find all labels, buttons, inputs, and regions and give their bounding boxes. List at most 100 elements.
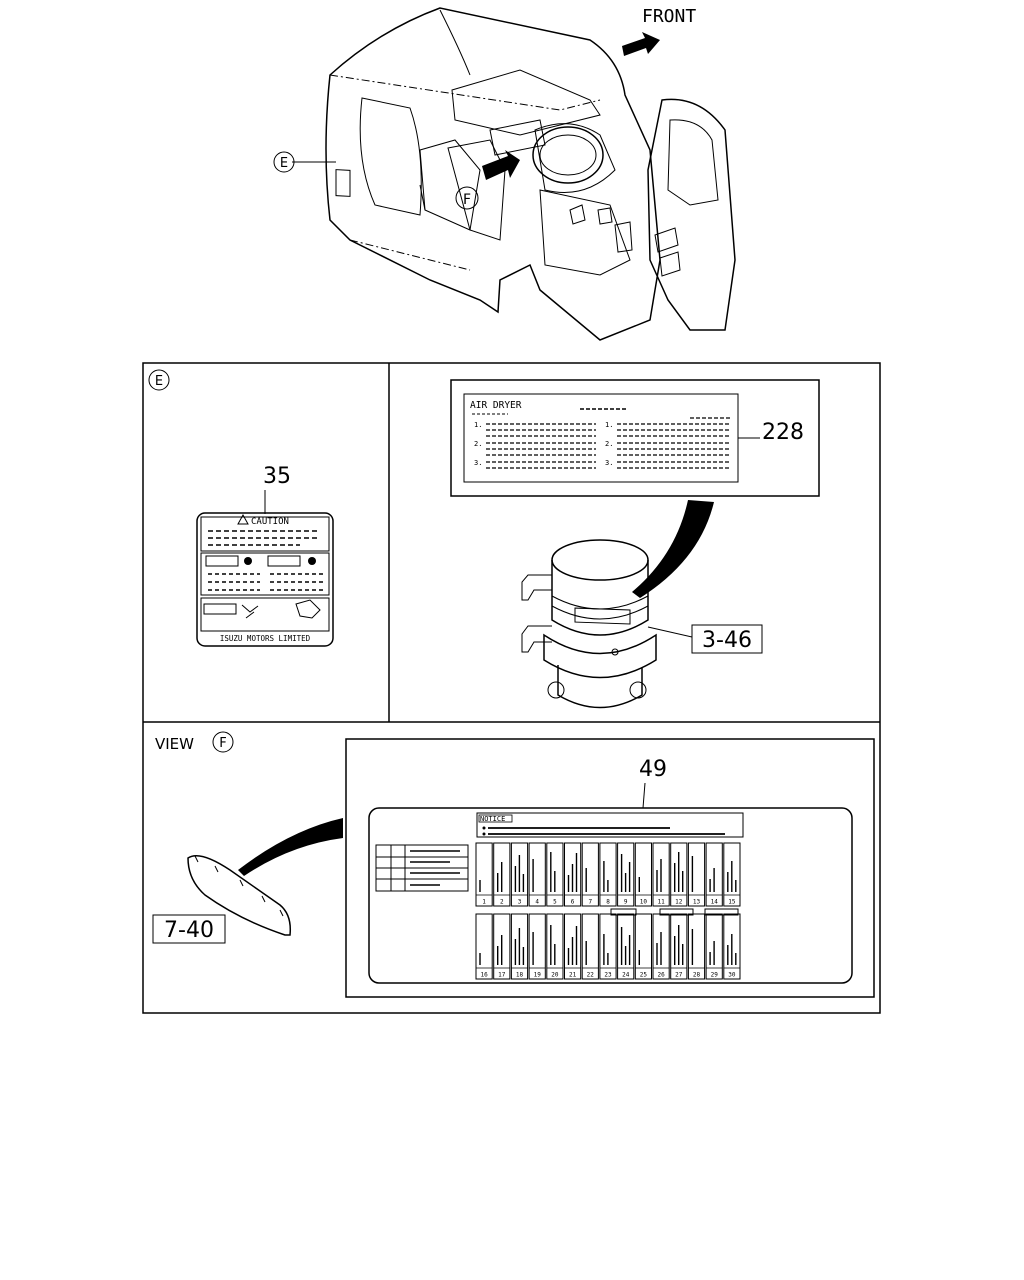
notice-cell-number: 18 — [516, 972, 524, 979]
notice-icon-cell — [652, 842, 670, 907]
notice-icon-cell — [493, 842, 511, 907]
notice-icon-cell — [546, 842, 564, 907]
notice-detail-box — [345, 738, 875, 998]
detail-frame — [142, 362, 881, 1014]
trim-panel — [187, 855, 292, 936]
notice-icon-cell — [705, 913, 723, 980]
part-label-35: 35 — [263, 464, 291, 489]
notice-icon-cell — [564, 913, 582, 980]
notice-cell-number: 20 — [551, 972, 559, 979]
part-box-7-40 — [152, 914, 226, 944]
part-label-3-46: 3-46 — [702, 628, 752, 653]
notice-icon-cell — [652, 913, 670, 980]
notice-cell-number: 12 — [675, 899, 683, 906]
cab-interior-illustration — [292, 7, 736, 341]
notice-icon-cell — [687, 842, 706, 907]
notice-cell-number: 25 — [640, 972, 648, 979]
view-f-letter: F — [219, 736, 226, 751]
callout-f-letter: F — [463, 192, 471, 208]
notice-cell-number: 24 — [622, 972, 630, 979]
callout-f-top: F — [455, 186, 479, 210]
notice-cell-number: 7 — [588, 899, 592, 906]
air-dryer-right-3: 3. — [605, 459, 613, 467]
notice-icon-cell — [687, 913, 706, 980]
notice-icon-cell — [528, 913, 546, 980]
notice-cell-number: 5 — [553, 899, 557, 906]
notice-cell-number: 9 — [624, 899, 628, 906]
notice-icon-cell — [617, 913, 635, 980]
notice-cell-number: 29 — [711, 972, 719, 979]
notice-cell-number: 27 — [675, 972, 683, 979]
part-label-228: 228 — [762, 420, 804, 445]
air-dryer-left-rows: 1. 2. 3. — [474, 421, 596, 469]
caution-maker: ISUZU MOTORS LIMITED — [220, 634, 311, 643]
leader-wedge-air-dryer — [632, 500, 714, 598]
panel-e: E 35 CAUTION — [148, 369, 334, 647]
panel-air-dryer: AIR DRYER 1. 2. 3. 1. 2. 3. — [450, 379, 820, 709]
notice-cell-number: 16 — [480, 972, 488, 979]
view-direction-arrow — [482, 150, 520, 180]
notice-icon-cell — [510, 842, 529, 907]
air-dryer-left-1: 1. — [474, 421, 482, 429]
view-label: VIEW — [155, 735, 194, 753]
part-label-7-40: 7-40 — [164, 918, 214, 943]
front-label: FRONT — [642, 6, 696, 27]
notice-title: NOTICE — [480, 815, 505, 823]
caution-sticker-location — [335, 169, 351, 197]
notice-icon-cell — [599, 842, 617, 907]
notice-icon-cell — [599, 913, 617, 980]
notice-cell-number: 15 — [728, 899, 736, 906]
notice-icon-cell — [528, 842, 546, 907]
air-dryer-right-rows: 1. 2. 3. — [605, 417, 730, 469]
air-dryer-right-1: 1. — [605, 421, 613, 429]
notice-cell-number: 11 — [657, 899, 665, 906]
notice-icon-cell — [723, 842, 741, 907]
notice-cell-number: 1 — [482, 899, 486, 906]
callout-e-letter: E — [280, 156, 288, 171]
notice-icon-cell — [581, 842, 599, 907]
air-dryer-unit — [521, 539, 657, 709]
air-dryer-left-3: 3. — [474, 459, 482, 467]
notice-cell-number: 2 — [500, 899, 504, 906]
notice-cell-number: 10 — [640, 899, 648, 906]
panel-view-f: VIEW F 7-40 49 NOTICE — [152, 731, 875, 998]
notice-icon-cell — [546, 913, 564, 980]
notice-icon-cell — [510, 913, 529, 980]
notice-icon-cell — [475, 842, 493, 907]
notice-icon-cell — [634, 913, 652, 980]
caution-title: CAUTION — [251, 517, 289, 527]
notice-cell-number: 3 — [518, 899, 522, 906]
notice-cell-number: 17 — [498, 972, 506, 979]
panel-e-letter: E — [155, 374, 163, 389]
notice-cell-number: 4 — [535, 899, 539, 906]
notice-cell-number: 26 — [657, 972, 665, 979]
notice-cell-number: 21 — [569, 972, 577, 979]
notice-icon-cell — [617, 842, 635, 907]
notice-cell-number: 13 — [693, 899, 701, 906]
notice-icon-cell — [493, 913, 511, 980]
air-dryer-plate-border — [450, 379, 820, 497]
notice-cell-number: 6 — [571, 899, 575, 906]
notice-icon-cell — [581, 913, 599, 980]
notice-icon-cell — [670, 842, 688, 907]
notice-cell-number: 30 — [728, 972, 736, 979]
notice-cell-number: 14 — [711, 899, 719, 906]
notice-cell-number: 28 — [693, 972, 701, 979]
air-dryer-title: AIR DRYER — [470, 400, 522, 411]
notice-icon-cell — [705, 842, 723, 907]
callout-e-top: E — [273, 151, 295, 173]
caution-plate: CAUTION ISUZU MOTORS LIMITED — [196, 512, 334, 647]
notice-icon-cell — [634, 842, 652, 907]
air-dryer-left-2: 2. — [474, 440, 482, 448]
front-arrow — [622, 32, 660, 56]
air-dryer-right-2: 2. — [605, 440, 613, 448]
notice-cell-number: 23 — [604, 972, 612, 979]
part-box-3-46 — [691, 624, 763, 654]
notice-icon-cell — [670, 913, 688, 980]
notice-cell-number: 22 — [587, 972, 595, 979]
part-label-49: 49 — [639, 757, 667, 782]
